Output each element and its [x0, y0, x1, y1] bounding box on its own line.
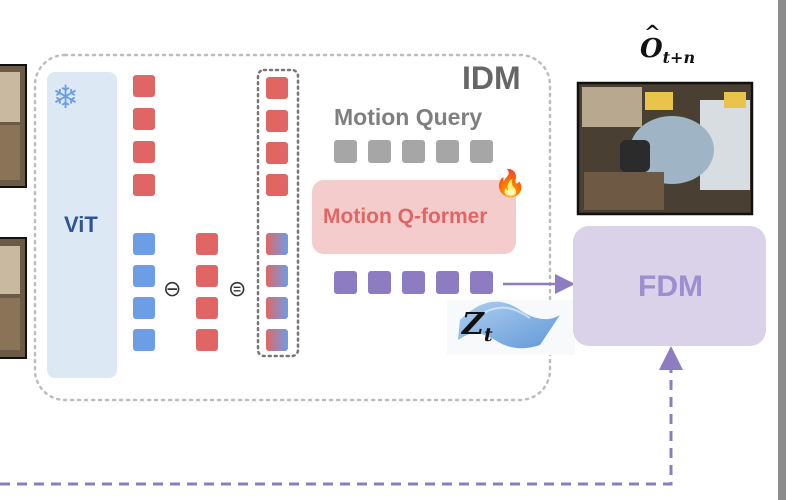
fdm-label: FDM [638, 270, 703, 303]
snowflake-icon: ❄ [52, 79, 79, 115]
blue-token [133, 233, 155, 255]
concat-column-box [256, 68, 300, 358]
red-token [266, 174, 288, 196]
idm-container [33, 53, 552, 402]
red-token-column [133, 75, 155, 196]
red-token [196, 329, 218, 351]
latent-token [470, 271, 493, 294]
right-border-bar [778, 0, 786, 500]
red-token [133, 108, 155, 130]
red-token [196, 233, 218, 255]
motion-query-tokens [334, 140, 493, 163]
motion-query-label: Motion Query [334, 104, 483, 130]
latent-token [402, 271, 425, 294]
feedback-arrow [0, 346, 683, 486]
latent-wave [447, 300, 575, 355]
blue-token [133, 265, 155, 287]
blue-token-column [133, 233, 155, 351]
diff-token [266, 329, 288, 351]
red-token [266, 142, 288, 164]
query-token [436, 140, 459, 163]
blue-token [133, 329, 155, 351]
vit-label: ViT [64, 212, 98, 237]
red-token [133, 141, 155, 163]
output-symbol: O [640, 34, 663, 64]
fire-icon: 🔥 [494, 168, 527, 198]
red-token [266, 77, 288, 99]
red-token [196, 297, 218, 319]
qformer-label: Motion Q-former [323, 205, 488, 228]
latent-token [334, 271, 357, 294]
latent-label: Zt [462, 307, 493, 346]
qformer-block[interactable] [312, 180, 516, 254]
red-token [196, 265, 218, 287]
input-frame-top [0, 64, 27, 188]
query-token [368, 140, 391, 163]
idm-title: IDM [462, 60, 521, 96]
output-hat: ^ [644, 20, 661, 44]
red-token-column-2 [196, 233, 218, 351]
query-token [402, 140, 425, 163]
fdm-block[interactable] [573, 226, 766, 346]
minus-operator: ⊖ [163, 276, 182, 301]
output-frame [576, 81, 754, 216]
input-frame-bottom [0, 237, 27, 359]
vit-block[interactable] [47, 72, 117, 378]
red-token [133, 174, 155, 196]
output-subscript: t+n [662, 48, 696, 68]
query-token [334, 140, 357, 163]
latent-symbol: Z [462, 307, 484, 342]
latent-subscript: t [483, 324, 493, 346]
diff-token [266, 233, 288, 255]
query-token [470, 140, 493, 163]
concat-column [266, 77, 288, 351]
diff-token [266, 265, 288, 287]
red-token [133, 75, 155, 97]
latent-token [368, 271, 391, 294]
diff-token [266, 297, 288, 319]
blue-token [133, 297, 155, 319]
red-token [266, 110, 288, 132]
motion-latent-tokens [334, 271, 493, 294]
latent-token [436, 271, 459, 294]
output-label: ^ O t+n [640, 20, 696, 68]
equals-operator: ⊜ [228, 276, 247, 301]
